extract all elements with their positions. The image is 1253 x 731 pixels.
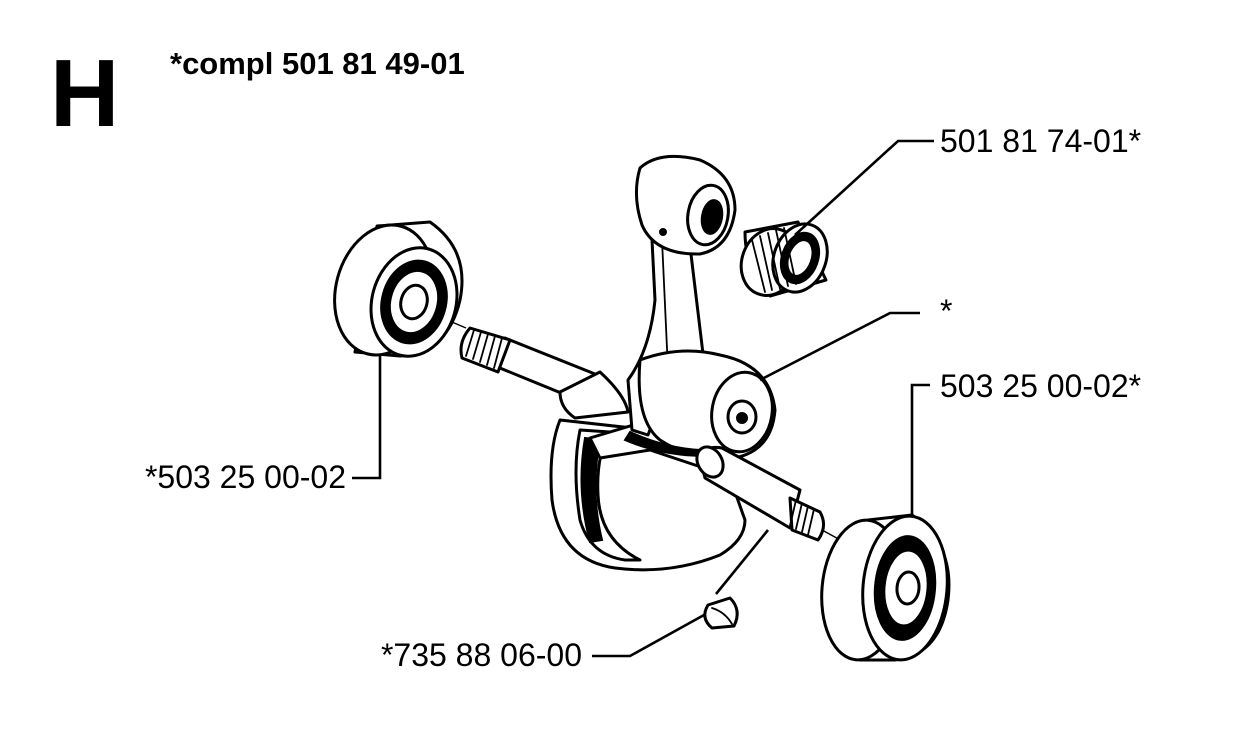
woodruff-key	[703, 596, 739, 630]
leader-ball-bearing-right	[910, 383, 930, 515]
leader-crankshaft	[759, 311, 920, 382]
right-ball-bearing	[820, 513, 951, 662]
label-ball-bearing-right: 503 25 00-02*	[940, 368, 1141, 404]
label-woodruff-key: *735 88 06-00	[381, 637, 582, 673]
leader-needle-bearing	[794, 139, 934, 236]
crank-pin	[623, 349, 777, 460]
leader-lines	[352, 139, 934, 658]
leader-woodruff-key-upper	[714, 529, 770, 595]
kit-title: *compl 501 81 49-01	[170, 46, 465, 81]
crankshaft-drawing	[333, 154, 951, 662]
leader-ball-bearing-left	[352, 356, 382, 480]
right-shaft	[695, 445, 856, 549]
left-shaft	[439, 316, 630, 420]
needle-bearing	[739, 220, 829, 298]
section-letter: H	[50, 40, 119, 147]
left-ball-bearing	[333, 220, 464, 358]
label-needle-bearing: 501 81 74-01*	[940, 123, 1141, 159]
label-crankshaft: *	[940, 293, 952, 329]
leader-woodruff-key	[592, 613, 705, 658]
label-ball-bearing-left: *503 25 00-02	[145, 459, 346, 495]
